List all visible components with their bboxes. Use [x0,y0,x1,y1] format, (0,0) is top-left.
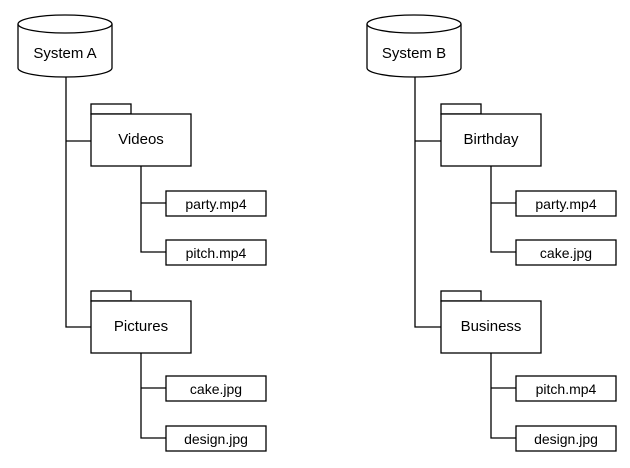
birthday-folder-icon [440,103,542,167]
file-node: design.jpg [515,425,617,452]
pictures-branch [140,353,166,439]
system-a-database-icon [17,14,113,78]
file-label: design.jpg [534,431,598,447]
file-label: pitch.mp4 [186,245,247,261]
file-label: cake.jpg [190,381,242,397]
videos-folder-icon [90,103,192,167]
file-node: design.jpg [165,425,267,452]
system-b-database-icon [366,14,462,78]
folder-label-videos: Videos [118,131,164,148]
system-b-trunk [414,76,441,328]
file-label: pitch.mp4 [536,381,597,397]
file-node: cake.jpg [165,375,267,402]
file-label: cake.jpg [540,245,592,261]
folder-label-pictures: Pictures [114,318,168,335]
videos-branch [140,166,166,253]
system-a-label: System A [33,45,96,62]
system-b-label: System B [382,45,446,62]
system-a-trunk [65,76,91,328]
file-node: pitch.mp4 [165,239,267,266]
folder-label-birthday: Birthday [463,131,519,148]
business-branch [490,353,516,439]
file-node: pitch.mp4 [515,375,617,402]
file-node: cake.jpg [515,239,617,266]
file-node: party.mp4 [515,190,617,217]
folder-label-business: Business [461,318,522,335]
file-label: design.jpg [184,431,248,447]
system-a-tree: System A Videos Pictures party.mp4 pitch… [17,14,267,452]
pictures-folder-icon [90,290,192,354]
business-folder-icon [440,290,542,354]
system-b-tree: System B Birthday Business party.mp4 cak… [366,14,617,452]
file-label: party.mp4 [185,196,246,212]
file-label: party.mp4 [535,196,596,212]
file-node: party.mp4 [165,190,267,217]
birthday-branch [490,166,516,253]
